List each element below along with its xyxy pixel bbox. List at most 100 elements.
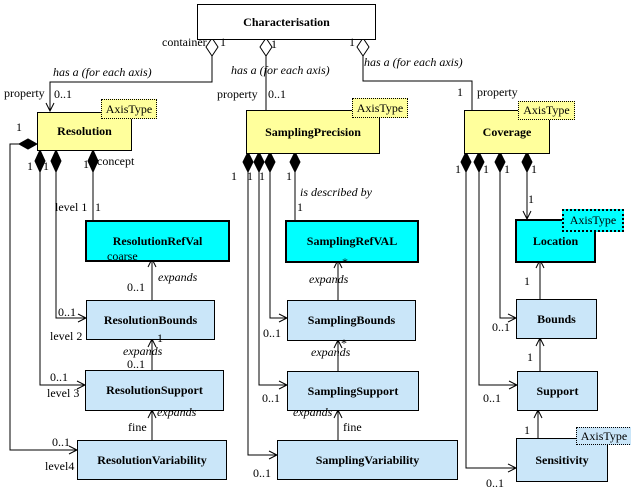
mult-property-coverage: 1	[457, 85, 463, 99]
connector-characterisation-coverage	[362, 56, 473, 110]
class-samplingvariability[interactable]: SamplingVariability	[277, 440, 458, 480]
stereotype-axistype-label: AxisType	[523, 103, 570, 117]
mult-resolution-d2: 1	[43, 159, 49, 173]
class-samplingrefval[interactable]: SamplingRefVAL	[285, 220, 419, 263]
mult-sampling-d3: 1	[259, 169, 265, 183]
mult-expands-resbounds: 0..1	[127, 280, 145, 294]
mult-sensitivity: 0..1	[486, 476, 504, 490]
arrow-support-bounds	[535, 336, 545, 371]
class-resolution-label: Resolution	[57, 124, 112, 138]
class-coverage-label: Coverage	[482, 124, 532, 139]
mult-property-resolution: 0..1	[54, 87, 72, 101]
connector-coverage-bounds	[494, 150, 518, 323]
mult-coverage-d1: 1	[455, 162, 461, 176]
mult-is-described-by: 1	[297, 200, 303, 214]
role-coarse: coarse	[107, 249, 138, 263]
connector-samplingprecision-bounds	[264, 150, 289, 323]
stereotype-axistype-location: AxisType	[562, 209, 624, 232]
connector-resolution-support-level3	[34, 148, 87, 390]
role-fine-resolution: fine	[128, 420, 147, 434]
class-resolutionbounds[interactable]: ResolutionBounds	[86, 300, 215, 340]
class-samplingbounds[interactable]: SamplingBounds	[287, 300, 416, 341]
role-property-resolution: property	[4, 86, 45, 100]
assoc-is-described-by: is described by	[300, 185, 372, 199]
connector-coverage-location	[521, 150, 533, 221]
mult-resolution-left: 1	[16, 120, 22, 134]
class-bounds[interactable]: Bounds	[516, 299, 597, 339]
role-level2: level 2	[50, 329, 83, 343]
class-resolutionrefval[interactable]: ResolutionRefVal	[85, 220, 230, 262]
arrow-bounds-location	[535, 258, 545, 299]
class-resolutionvariability[interactable]: ResolutionVariability	[77, 440, 227, 480]
mult-resolution-d1: 1	[27, 159, 33, 173]
class-samplingsupport-label: SamplingSupport	[307, 383, 399, 398]
mult-support: 0..1	[483, 391, 501, 405]
role-property-coverage: property	[477, 85, 518, 99]
mult-samplingvariability: 0..1	[253, 466, 271, 480]
mult-resolution-d3: 1	[83, 157, 89, 171]
assoc-expands-sampvariability-support: expands	[293, 405, 333, 419]
class-samplingbounds-label: SamplingBounds	[307, 313, 396, 327]
stereotype-axistype-coverage: AxisType	[518, 101, 575, 120]
aggregation-diamond-container	[205, 37, 370, 57]
class-resolutionrefval-label: ResolutionRefVal	[112, 233, 203, 248]
class-resolutionsupport-label: ResolutionSupport	[106, 383, 203, 397]
assoc-hasa-samplingprecision: has a (for each axis)	[231, 63, 330, 77]
mult-property-samplingprecision: 0..1	[268, 87, 286, 101]
mult-bounds-location: 1	[524, 274, 530, 288]
class-support[interactable]: Support	[517, 371, 598, 411]
stereotype-axistype-sensitivity: AxisType	[576, 427, 631, 445]
assoc-expands-resvariability-support: expands	[157, 405, 197, 419]
assoc-hasa-resolution: has a (for each axis)	[53, 65, 152, 79]
mult-coverage-location: 1	[528, 192, 534, 206]
class-characterisation[interactable]: Characterisation	[197, 4, 376, 40]
mult-characterisation-mid: 1	[271, 37, 277, 51]
connector-coverage-sensitivity	[460, 150, 518, 473]
stereotype-axistype-label: AxisType	[580, 428, 628, 443]
arrow-samplingvariability-expands-support	[333, 408, 343, 440]
stereotype-axistype-samplingprecision: AxisType	[352, 98, 408, 118]
role-level4: level4	[45, 459, 75, 473]
arrow-resolutionvariability-expands-support	[147, 408, 157, 440]
class-resolutionbounds-label: ResolutionBounds	[103, 312, 198, 327]
class-characterisation-label: Characterisation	[243, 14, 330, 29]
mult-level2: 0..1	[58, 305, 76, 319]
class-samplingsupport[interactable]: SamplingSupport	[287, 371, 419, 411]
connector-samplingprecision-support	[253, 150, 289, 390]
connector-samplingprecision-variability	[242, 150, 279, 460]
connector-samplingprecision-refval	[289, 150, 301, 220]
mult-sampling-d4: 1	[286, 169, 292, 183]
class-samplingvariability-label: SamplingVariability	[315, 452, 420, 467]
class-sensitivity[interactable]: Sensitivity	[516, 438, 608, 482]
mult-sampling-d2: 1	[247, 169, 253, 183]
mult-support-bounds: 1	[527, 350, 533, 364]
assoc-expands-sampbounds-refval: expands	[309, 272, 349, 286]
mult-expands-ressupport: 0..1	[127, 357, 145, 371]
stereotype-axistype-label: AxisType	[569, 213, 617, 227]
class-sensitivity-label: Sensitivity	[535, 452, 589, 467]
mult-characterisation-left: 1	[220, 35, 226, 49]
class-bounds-label: Bounds	[537, 311, 576, 326]
connector-coverage-support	[473, 150, 519, 390]
mult-expands-sampbounds-top: *	[342, 255, 348, 269]
mult-sampling-d1: 1	[231, 169, 237, 183]
mult-characterisation-right: 1	[349, 35, 355, 49]
mult-bounds: 0..1	[492, 320, 510, 334]
role-level3: level 3	[47, 386, 80, 400]
connector-resolution-variability-level4	[9, 138, 79, 455]
class-resolutionvariability-label: ResolutionVariability	[97, 452, 207, 467]
connector-characterisation-resolution	[45, 56, 213, 113]
class-resolutionsupport[interactable]: ResolutionSupport	[85, 370, 224, 411]
mult-sensitivity-support: 1	[524, 423, 530, 437]
mult-level3: 0..1	[50, 370, 68, 384]
assoc-expands-resbounds-refval: expands	[158, 270, 198, 284]
mult-expands-resbounds-top: 1	[157, 331, 163, 345]
class-samplingrefval-label: SamplingRefVAL	[306, 234, 398, 248]
stereotype-axistype-resolution: AxisType	[101, 99, 157, 119]
class-location-label: Location	[532, 233, 579, 248]
assoc-expands-ressupport-bounds: expands	[123, 344, 163, 358]
mult-samplingbounds: 0..1	[263, 326, 281, 340]
role-container: container	[162, 35, 207, 49]
